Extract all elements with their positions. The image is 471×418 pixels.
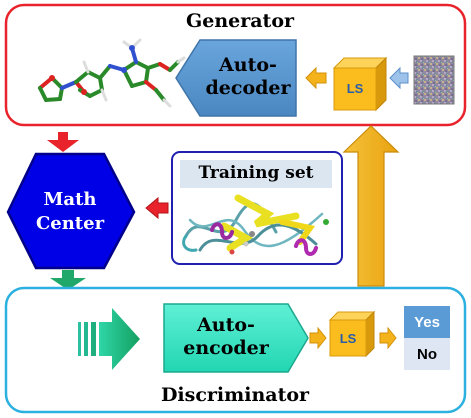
auto-encoder-label: Auto- encoder [183,314,269,359]
no-label: No [417,346,437,363]
protein-illustration [182,194,329,256]
molecule-illustration [38,38,186,108]
ls-to-output-arrow [379,326,397,350]
yes-box [404,306,450,338]
training-to-math-arrow [145,196,169,220]
auto-encoder-shape [163,303,309,373]
training-set-title: Training set [198,163,314,183]
math-center-label: Math Center [35,189,105,234]
generator-ls-label: LS [346,81,364,96]
auto-decoder-shape [175,39,297,117]
no-box [404,338,450,370]
discriminator-ls-cube [328,310,376,358]
generator-to-math-arrow [47,132,79,152]
auto-decoder-label: Auto- decoder [205,54,291,99]
generator-title: Generator [186,10,294,32]
noise-to-ls-arrow [389,66,409,90]
yes-label: Yes [414,314,440,331]
math-to-discriminator-arrow [50,270,86,290]
discriminator-ls-label: LS [339,331,357,346]
ls-to-decoder-arrow [305,66,327,90]
training-set-title-bg [180,160,332,188]
input-to-encoder-arrow [78,308,140,370]
math-center-hexagon [6,152,136,270]
encoder-to-ls-arrow [309,326,327,350]
discriminator-title: Discriminator [160,384,310,406]
generator-ls-cube [332,56,388,112]
discriminator-to-generator-arrow [342,125,400,287]
noise-image [413,55,455,105]
